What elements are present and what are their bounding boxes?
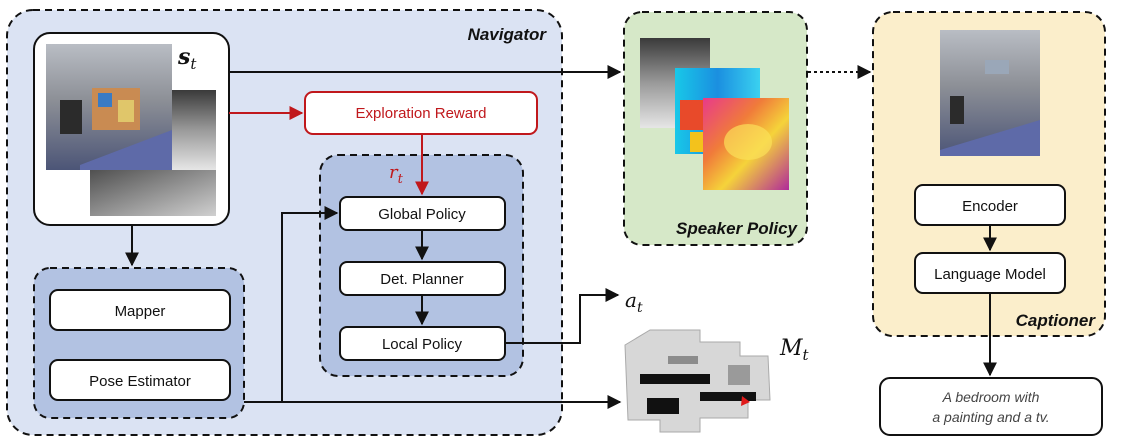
reward-symbol: rt [389,162,404,187]
policy-module-panel: rt Global Policy Det. Planner Local Poli… [319,154,524,377]
speaker-policy-panel: Speaker Policy [623,11,808,246]
exploration-reward-box: Exploration Reward [304,91,538,135]
global-policy-box: Global Policy [339,196,506,231]
state-symbol: st [177,44,197,73]
local-policy-box: Local Policy [339,326,506,361]
mapping-module-panel: Mapper Pose Estimator [33,267,245,419]
local-policy-label: Local Policy [382,336,463,353]
encoder-box: Encoder [914,184,1066,226]
mapper-box: Mapper [49,289,231,331]
exploration-reward-label: Exploration Reward [356,105,487,122]
depth-observation-image [90,90,216,216]
language-model-label: Language Model [934,266,1046,283]
captioner-panel: Encoder Language Model Captioner [872,11,1106,337]
caption-output-box: A bedroom with a painting and a tv. [879,377,1103,436]
occupancy-map-image [624,329,771,433]
planner-label: Det. Planner [380,271,463,288]
pose-estimator-box: Pose Estimator [49,359,231,401]
navigator-title: Navigator [468,25,548,44]
speaker-heatmap-image [703,98,789,190]
arrow-local-policy-to-action [505,288,620,344]
captioner-title: Captioner [1016,311,1097,330]
observation-box: st [33,32,230,226]
language-model-box: Language Model [914,252,1066,294]
connection-arrows [125,65,997,409]
map-symbol: Mt [779,336,810,364]
caption-line-1: A bedroom with [942,389,1040,405]
mapper-label: Mapper [115,303,166,320]
encoder-label: Encoder [962,198,1018,215]
pose-estimator-label: Pose Estimator [89,373,191,390]
planner-box: Det. Planner [339,261,506,296]
captioner-input-image [940,30,1040,156]
global-policy-label: Global Policy [378,206,466,223]
rgb-observation-image [46,44,172,170]
speaker-policy-title: Speaker Policy [676,219,799,238]
caption-line-2: a painting and a tv. [932,409,1049,425]
action-symbol: at [625,288,643,316]
